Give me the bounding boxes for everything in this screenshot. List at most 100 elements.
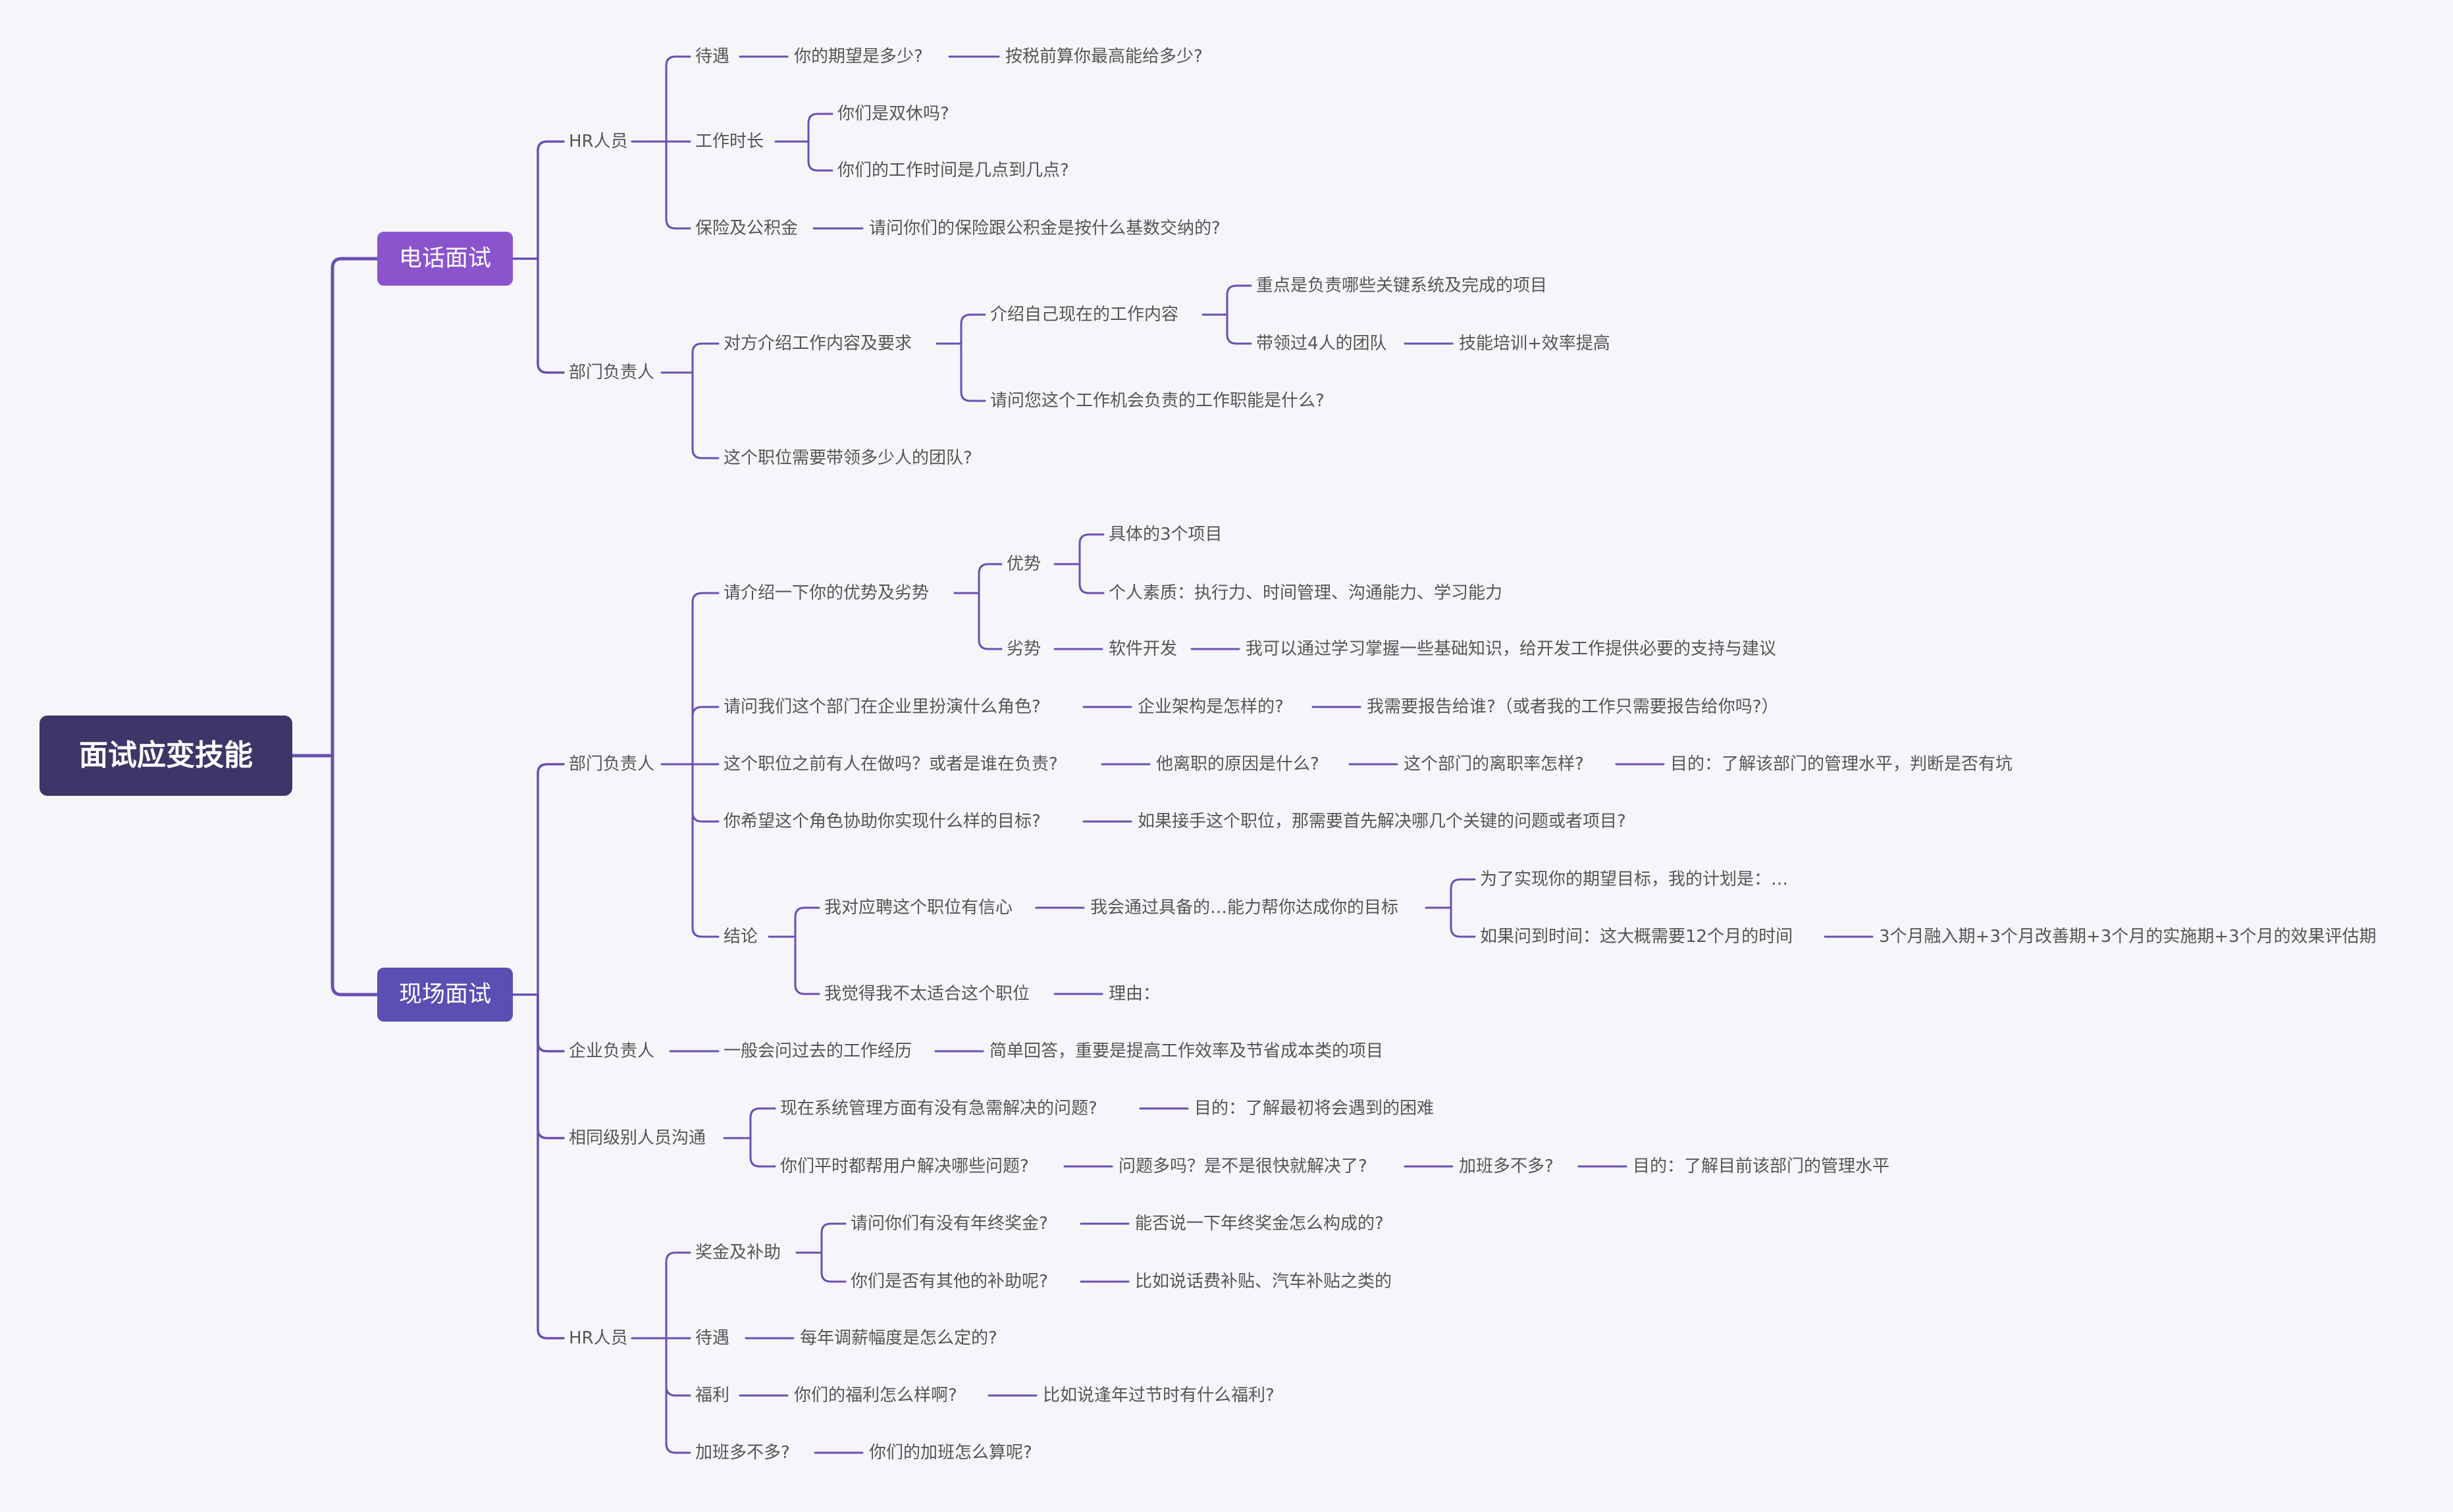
phone-dept-branch-edge-1	[691, 371, 720, 459]
onsite-ent-q1[interactable]: 一般会问过去的工作经历	[724, 1041, 912, 1061]
onsite-interview-node[interactable]: 现场面试	[377, 968, 513, 1022]
onsite-hr-pay-node[interactable]: 待遇	[695, 1328, 730, 1348]
onsite-hr-bonus-q1a[interactable]: 能否说一下年终奖金怎么构成的?	[1135, 1214, 1384, 1234]
onsite-peer-node[interactable]: 相同级别人员沟通	[569, 1128, 706, 1148]
phone-hr-hours-q2[interactable]: 你们的工作时间是几点到几点?	[837, 161, 1069, 180]
onsite-role-node[interactable]: 请问我们这个部门在企业里扮演什么角色?	[724, 697, 1041, 717]
onsite-peer-b-node[interactable]: 你们平时都帮用户解决哪些问题?	[780, 1157, 1029, 1176]
onsite-hr-node[interactable]: HR人员	[569, 1328, 628, 1348]
onsite-role-q2[interactable]: 我需要报告给谁?（或者我的工作只需要报告给你吗?）	[1367, 697, 1779, 717]
onsite-conclusion-branch-edge-1	[794, 935, 820, 995]
phone-dept-node[interactable]: 部门负责人	[569, 363, 655, 382]
phone-hours-branch-edge-1	[807, 140, 833, 172]
onsite-strength-a[interactable]: 具体的3个项目	[1109, 525, 1223, 544]
phone-branch-edge-0	[537, 140, 565, 260]
onsite-peer-branch-edge-1	[749, 1137, 776, 1168]
onsite-conclusion-node[interactable]: 结论	[724, 927, 758, 947]
onsite-dept-node[interactable]: 部门负责人	[569, 754, 655, 774]
phone-hr-branch-edge-2	[665, 140, 691, 230]
onsite-hr-pay-q1[interactable]: 每年调薪幅度是怎么定的?	[800, 1328, 997, 1348]
phone-hr-pay-q2[interactable]: 按税前算你最高能给多少?	[1005, 47, 1203, 66]
onsite-hr-welfare-q2[interactable]: 比如说逢年过节时有什么福利?	[1043, 1386, 1275, 1405]
phone-branch-edge-1	[537, 257, 565, 374]
onsite-branch-edge-1	[537, 993, 565, 1053]
phone-dept-self-team-detail[interactable]: 技能培训+效率提高	[1459, 334, 1610, 353]
onsite-prev-q3[interactable]: 目的：了解该部门的管理水平，判断是否有坑	[1670, 754, 2013, 774]
onsite-hr-branch-edge-2	[665, 1337, 691, 1397]
onsite-hr-welfare-node[interactable]: 福利	[695, 1386, 730, 1405]
onsite-weakness-b[interactable]: 我可以通过学习掌握一些基础知识，给开发工作提供必要的支持与建议	[1246, 639, 1777, 659]
onsite-bonus-branch-edge-1	[820, 1251, 847, 1283]
phone-hr-pay-node[interactable]: 待遇	[695, 47, 730, 66]
onsite-peer-b-q3[interactable]: 目的：了解目前该部门的管理水平	[1633, 1157, 1890, 1176]
onsite-hr-overtime-node[interactable]: 加班多不多?	[695, 1443, 790, 1463]
onsite-role-q1[interactable]: 企业架构是怎样的?	[1138, 697, 1284, 717]
onsite-peer-a-q1[interactable]: 目的：了解最初将会遇到的困难	[1194, 1099, 1435, 1118]
onsite-confident-b2-detail[interactable]: 3个月融入期+3个月改善期+3个月的实施期+3个月的效果评估期	[1879, 927, 2377, 947]
phone-dept-team-size[interactable]: 这个职位需要带领多少人的团队?	[724, 448, 972, 468]
phone-intro-branch-edge-1	[960, 342, 986, 402]
onsite-hr-branch-edge-3	[665, 1337, 691, 1454]
onsite-confident-b1[interactable]: 为了实现你的期望目标，我的计划是：…	[1480, 870, 1789, 889]
onsite-strength-branch-edge-1	[1078, 563, 1105, 594]
onsite-hr-bonus-q2a[interactable]: 比如说话费补贴、汽车补贴之类的	[1135, 1272, 1392, 1291]
phone-hr-insurance-node[interactable]: 保险及公积金	[695, 219, 799, 238]
onsite-goal-node[interactable]: 你希望这个角色协助你实现什么样的目标?	[724, 812, 1041, 831]
onsite-notfit-a[interactable]: 理由：	[1109, 984, 1161, 1004]
phone-dept-intro-ask[interactable]: 请问您这个工作机会负责的工作职能是什么?	[990, 391, 1325, 411]
onsite-goal-q1[interactable]: 如果接手这个职位，那需要首先解决哪几个关键的问题或者项目?	[1138, 812, 1626, 831]
onsite-weakness-node[interactable]: 劣势	[1007, 639, 1042, 659]
onsite-hr-bonus-q1[interactable]: 请问你们有没有年终奖金?	[851, 1214, 1048, 1234]
onsite-hr-overtime-q1[interactable]: 你们的加班怎么算呢?	[869, 1443, 1032, 1463]
onsite-bonus-branch-edge-0	[820, 1222, 847, 1254]
onsite-prev-node[interactable]: 这个职位之前有人在做吗？或者是谁在负责?	[724, 754, 1058, 774]
onsite-confident-b2[interactable]: 如果问到时间：这大概需要12个月的时间	[1480, 927, 1793, 947]
onsite-peer-b-q1[interactable]: 问题多吗？是不是很快就解决了?	[1119, 1157, 1367, 1176]
onsite-sw-branch-edge-0	[978, 563, 1003, 594]
onsite-confident-node[interactable]: 我对应聘这个职位有信心	[824, 898, 1013, 918]
phone-hr-hours-q1[interactable]: 你们是双休吗?	[837, 104, 949, 124]
onsite-confident-branch-edge-0	[1450, 878, 1476, 909]
onsite-strength-branch-edge-0	[1078, 533, 1105, 565]
onsite-sw-node[interactable]: 请介绍一下你的优势及劣势	[724, 583, 930, 603]
onsite-notfit-node[interactable]: 我觉得我不太适合这个职位	[824, 984, 1030, 1004]
onsite-hr-bonus-node[interactable]: 奖金及补助	[695, 1243, 781, 1263]
phone-self-branch-edge-1	[1226, 313, 1252, 345]
onsite-peer-a-node[interactable]: 现在系统管理方面有没有急需解决的问题?	[780, 1099, 1097, 1118]
root-node[interactable]: 面试应变技能	[40, 716, 292, 796]
onsite-prev-q2[interactable]: 这个部门的离职率怎样?	[1404, 754, 1584, 774]
phone-hr-insurance-q1[interactable]: 请问你们的保险跟公积金是按什么基数交纳的?	[869, 219, 1221, 238]
onsite-sw-branch-edge-1	[978, 592, 1003, 650]
phone-self-branch-edge-0	[1226, 284, 1252, 316]
onsite-peer-b-q2[interactable]: 加班多不多?	[1459, 1157, 1554, 1176]
onsite-hr-branch-edge-0	[665, 1251, 691, 1340]
onsite-confident-a[interactable]: 我会通过具备的…能力帮你达成你的目标	[1090, 898, 1399, 918]
phone-hr-hours-node[interactable]: 工作时长	[695, 132, 764, 151]
onsite-ent-q2[interactable]: 简单回答，重要是提高工作效率及节省成本类的项目	[989, 1041, 1384, 1061]
phone-interview-node[interactable]: 电话面试	[377, 232, 513, 286]
onsite-dept-branch-edge-3	[691, 763, 720, 823]
onsite-dept-branch-edge-4	[691, 763, 720, 938]
onsite-strength-b[interactable]: 个人素质：执行力、时间管理、沟通能力、学习能力	[1109, 583, 1503, 603]
phone-dept-intro-node[interactable]: 对方介绍工作内容及要求	[724, 334, 912, 353]
onsite-dept-branch-edge-1	[691, 706, 720, 766]
phone-dept-self-team[interactable]: 带领过4人的团队	[1256, 334, 1387, 353]
onsite-branch-edge-0	[537, 763, 565, 996]
phone-dept-self-focus[interactable]: 重点是负责哪些关键系统及完成的项目	[1256, 276, 1548, 296]
phone-hr-node[interactable]: HR人员	[569, 132, 628, 151]
onsite-hr-welfare-q1[interactable]: 你们的福利怎么样啊?	[794, 1386, 957, 1405]
phone-hr-branch-edge-0	[665, 55, 691, 143]
onsite-hr-bonus-q2[interactable]: 你们是否有其他的补助呢?	[851, 1272, 1048, 1291]
phone-hr-pay-q1[interactable]: 你的期望是多少?	[794, 47, 923, 66]
onsite-conclusion-branch-edge-0	[794, 906, 820, 938]
onsite-confident-branch-edge-1	[1450, 906, 1476, 938]
onsite-prev-q1[interactable]: 他离职的原因是什么?	[1156, 754, 1319, 774]
phone-dept-self-node[interactable]: 介绍自己现在的工作内容	[990, 305, 1179, 325]
onsite-strength-node[interactable]: 优势	[1007, 554, 1042, 574]
root-branch-edge-0	[330, 257, 379, 758]
onsite-branch-edge-2	[537, 993, 565, 1139]
onsite-ent-node[interactable]: 企业负责人	[569, 1041, 655, 1061]
onsite-weakness-a[interactable]: 软件开发	[1109, 639, 1178, 659]
